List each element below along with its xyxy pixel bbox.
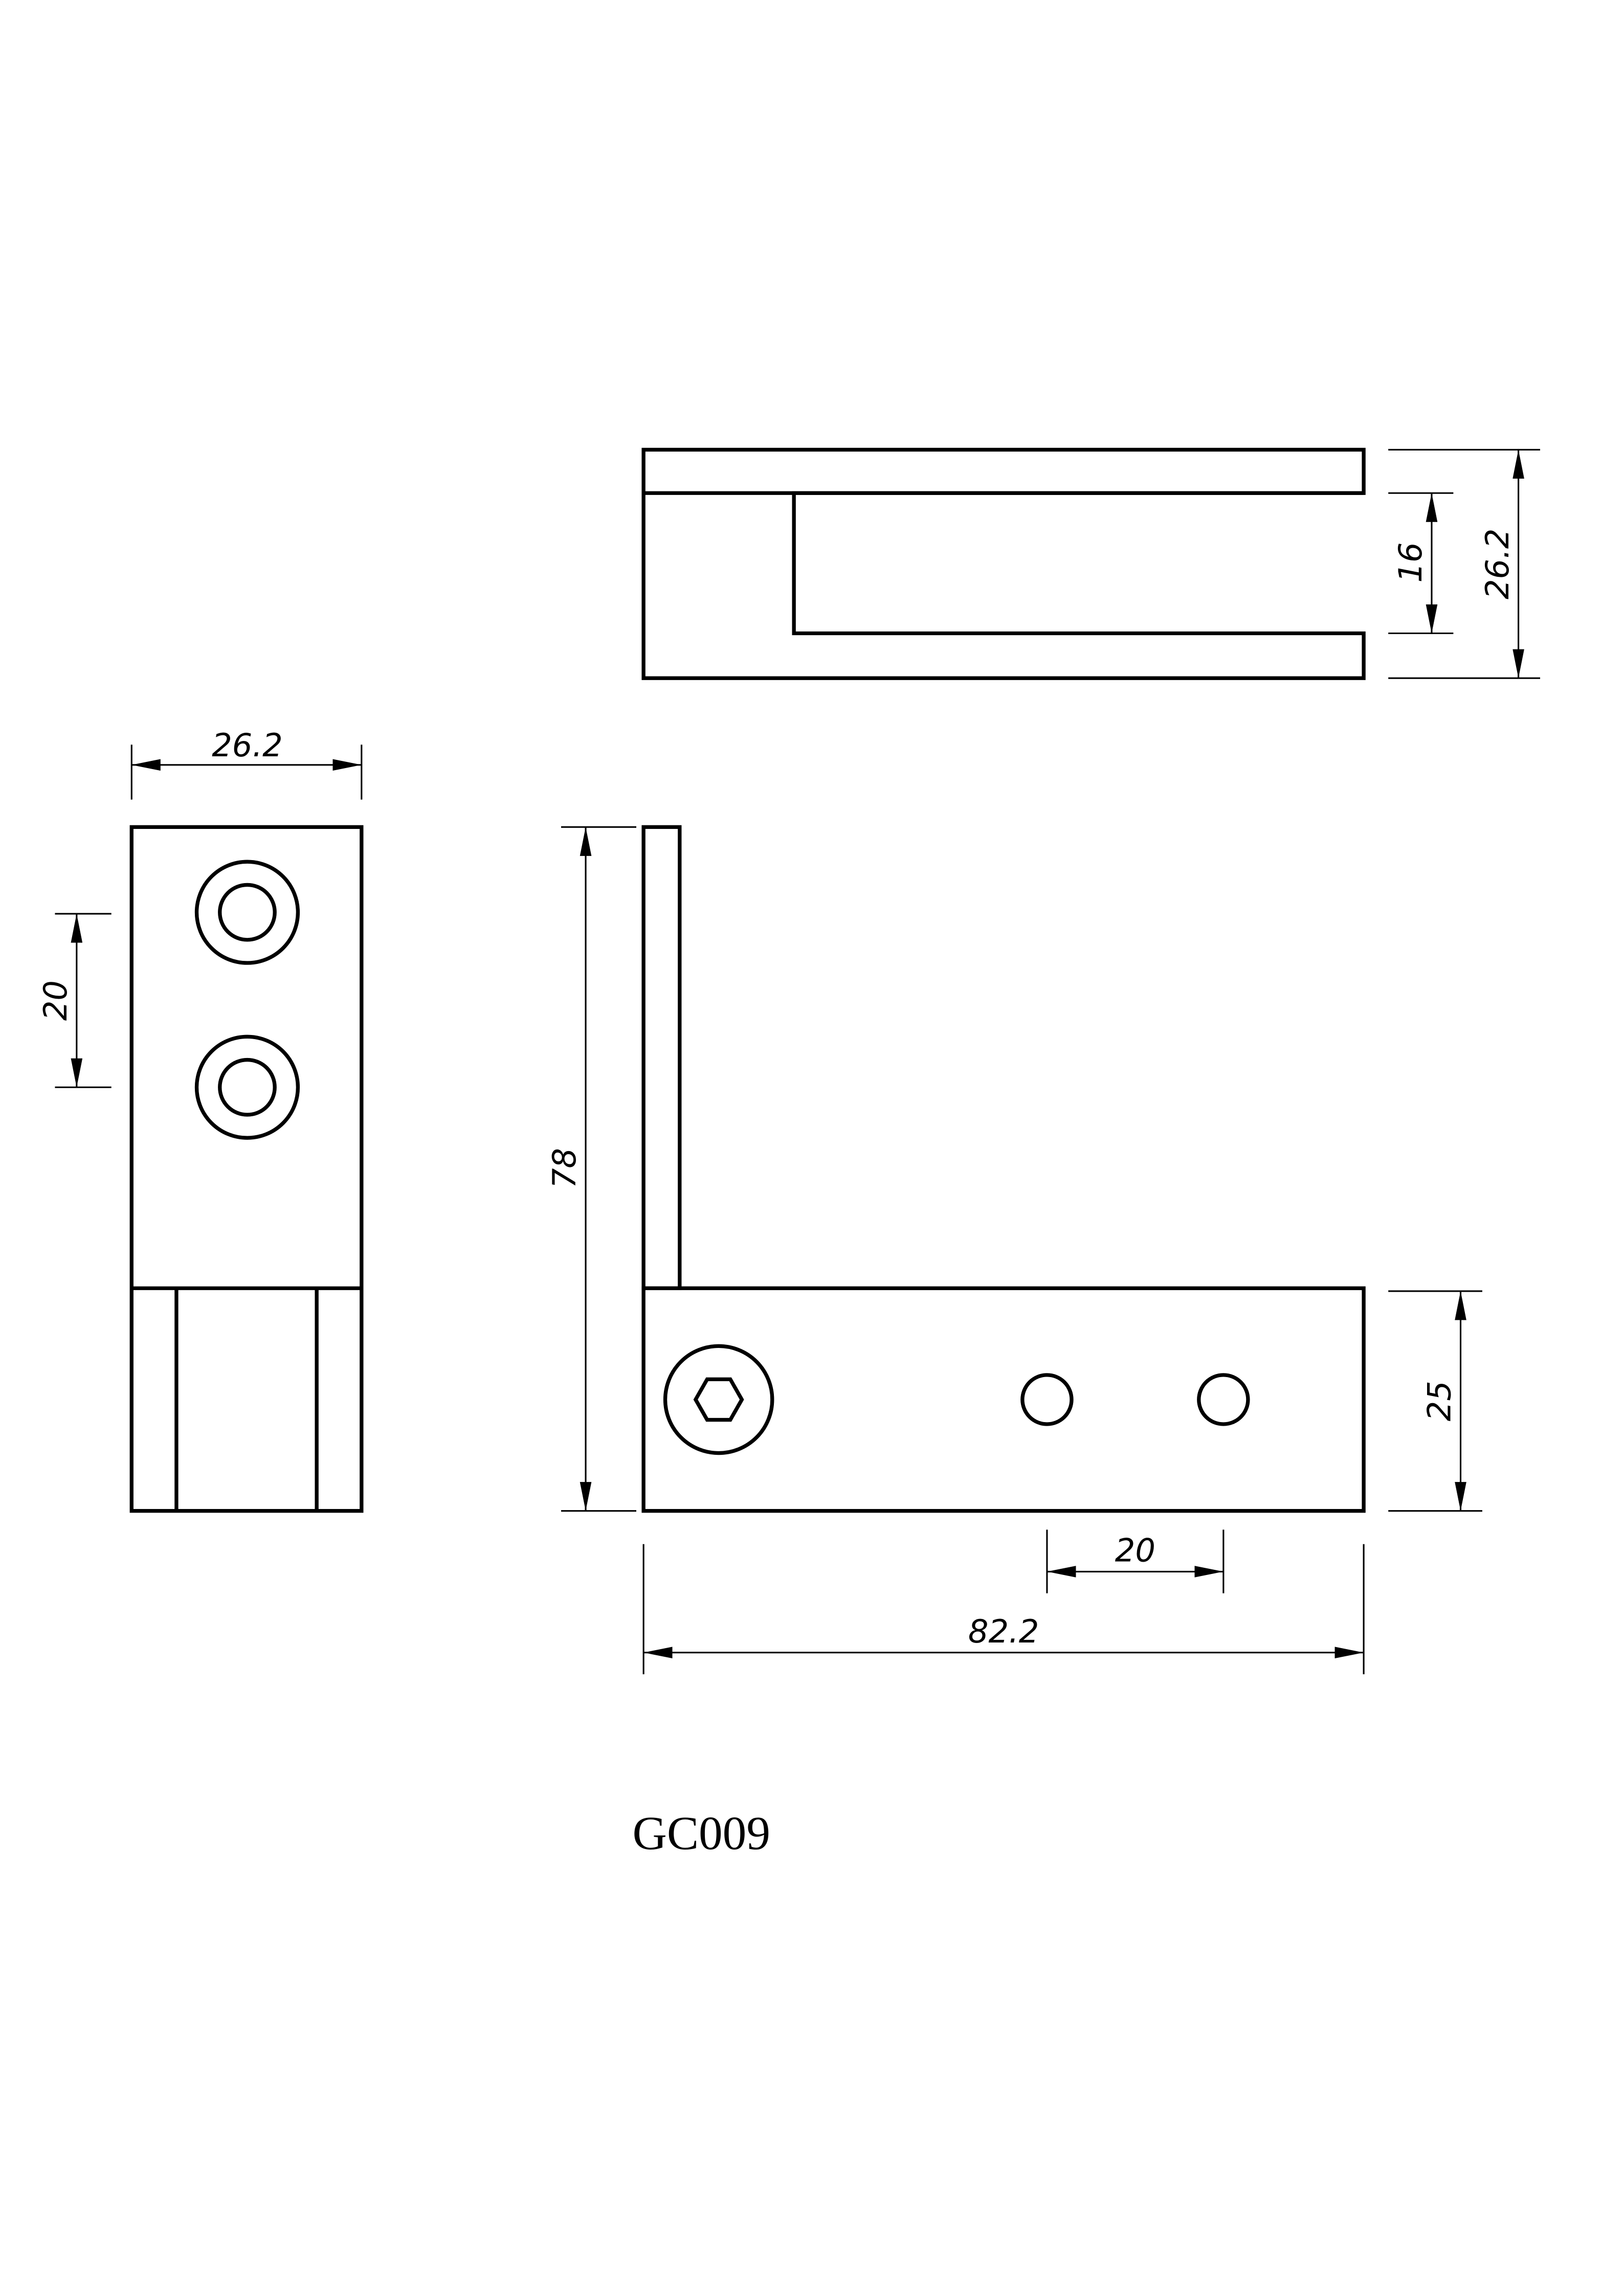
dimension-text: 25	[1421, 1381, 1458, 1421]
dimension-side-hole-spacing: 20	[37, 913, 112, 1088]
front-view	[641, 825, 1366, 1513]
hole	[1197, 1373, 1250, 1426]
hex-socket-icon	[693, 1377, 744, 1422]
dimension-top-inner: 16	[1388, 492, 1454, 635]
counterbore-hole	[194, 1034, 300, 1140]
dimension-front-length: 82.2	[642, 1544, 1365, 1675]
dimension-front-base-height: 25	[1388, 1290, 1482, 1512]
dimension-text: 20	[1115, 1532, 1155, 1569]
dimension-front-hole-spacing: 20	[1046, 1529, 1225, 1593]
dimension-side-width: 26.2	[130, 727, 363, 800]
counterbore-hole	[194, 860, 300, 965]
side-view	[129, 825, 364, 1513]
dimension-top-outer: 26.2	[1388, 448, 1541, 679]
dimension-text: 82.2	[968, 1613, 1039, 1650]
dimension-text: 16	[1392, 542, 1429, 582]
top-view	[641, 447, 1366, 680]
dimension-text: 26.2	[1479, 529, 1516, 599]
part-label: GC009	[632, 1807, 770, 1860]
dimension-front-height: 78	[546, 826, 636, 1512]
dimension-text: 78	[546, 1148, 583, 1188]
socket-screw-head	[663, 1344, 774, 1455]
dimension-text: 26.2	[212, 727, 282, 764]
dimension-text: 20	[37, 980, 74, 1021]
hole	[1020, 1373, 1074, 1426]
